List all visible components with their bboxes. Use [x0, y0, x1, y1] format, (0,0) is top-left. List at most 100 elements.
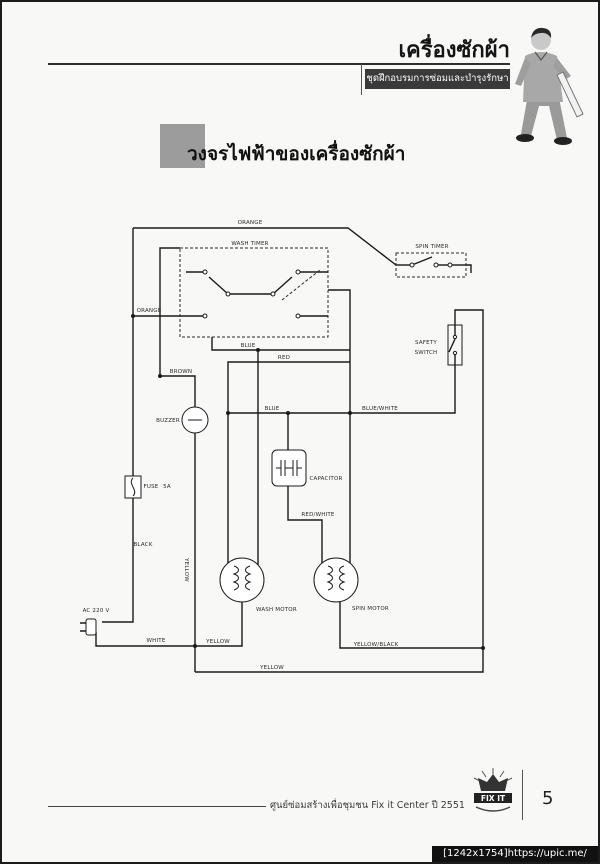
technician-shoe-left	[516, 134, 534, 142]
wire-yellow-black	[339, 602, 483, 649]
wash-timer-contact	[270, 291, 276, 297]
technician-arm-left	[515, 58, 531, 86]
label-yellow-vertical: YELLOW	[183, 557, 189, 582]
spin-timer-contact	[447, 262, 453, 268]
technician-arm-right	[553, 58, 571, 80]
label-black: BLACK	[133, 542, 152, 548]
section-marker	[160, 124, 205, 168]
label-red-white: RED/WHITE	[301, 512, 335, 518]
label-wash-timer: WASH TIMER	[231, 241, 268, 247]
junction-node	[256, 348, 260, 352]
junction-node	[193, 644, 197, 648]
wire-blue-white	[288, 365, 456, 414]
label-fuse-rating: 5A	[163, 484, 171, 490]
wash-timer-blade-left	[208, 276, 229, 295]
wire-black	[102, 498, 134, 623]
capacitor	[271, 449, 307, 487]
label-blue: BLUE	[265, 406, 280, 412]
wash-timer-contact	[225, 291, 231, 297]
logo-ribbon	[475, 806, 511, 812]
wash-timer-contact	[295, 269, 301, 275]
ac-plug	[80, 618, 97, 636]
label-safety: SAFETY	[415, 340, 437, 346]
logo-rays	[473, 768, 513, 782]
label-yellow-black: YELLOW/BLACK	[353, 642, 399, 648]
label-white: WHITE	[146, 638, 165, 644]
technician-hair	[531, 27, 552, 38]
capacitor-plates	[276, 460, 302, 476]
section-title: วงจรไฟฟ้าของเครื่องซักผ้า	[187, 143, 406, 165]
technician-shoe-right	[554, 137, 572, 145]
label-capacitor: CAPACITOR	[309, 476, 342, 482]
chapter-title: เครื่องซักผ้า	[398, 38, 510, 63]
wire-spin-timer-out	[466, 264, 472, 273]
spin-motor-coil	[326, 565, 346, 591]
safety-switch-contact	[452, 350, 458, 356]
label-orange-left: ORANGE	[137, 308, 162, 314]
wash-timer	[179, 247, 329, 338]
technician-torso	[523, 52, 563, 102]
label-ac-supply: AC 220 V	[83, 608, 110, 614]
safety-switch-blade	[448, 338, 456, 353]
safety-switch	[447, 324, 463, 366]
junction-node	[481, 646, 485, 650]
technician-legs	[521, 98, 567, 140]
fuse	[124, 475, 142, 499]
wash-timer-contact	[202, 313, 208, 319]
junction-node	[158, 374, 162, 378]
wire-red-white	[287, 486, 323, 563]
wire-safety-return	[195, 309, 484, 673]
technician-collar	[534, 51, 548, 61]
logo-band	[474, 793, 512, 803]
label-blue-white: BLUE/WHITE	[362, 406, 398, 412]
fuse-element	[130, 477, 136, 497]
label-fuse: FUSE	[144, 484, 159, 490]
wire-blue-top	[211, 337, 350, 351]
header-rule	[48, 63, 510, 65]
label-blue-top: BLUE	[241, 343, 256, 349]
wash-timer-blade-right	[272, 276, 293, 295]
spin-timer-blade	[411, 256, 433, 266]
label-spin-motor: SPIN MOTOR	[352, 606, 389, 612]
junction-node	[348, 411, 352, 415]
logo-crown	[478, 774, 508, 791]
fix-it-logo: FIX IT	[473, 768, 513, 812]
wash-motor-body	[219, 557, 265, 603]
footer-credit: ศูนย์ซ่อมสร้างเพื่อชุมชน Fix it Center ป…	[270, 800, 465, 811]
wire-right-riser	[328, 289, 351, 413]
wire-red	[227, 361, 350, 563]
ac-plug-body	[85, 618, 97, 636]
junction-node	[226, 411, 230, 415]
spin-motor-body	[313, 557, 359, 603]
wire-labels: ORANGE WASH TIMER SPIN TIMER ORANGE BLUE…	[83, 220, 449, 671]
safety-switch-contact	[452, 334, 458, 340]
spin-motor	[313, 557, 359, 603]
wire-orange-top	[133, 227, 397, 266]
label-wash-motor: WASH MOTOR	[256, 607, 297, 613]
label-switch: SWITCH	[415, 350, 438, 356]
label-yellow-bottom: YELLOW	[259, 665, 284, 671]
wash-timer-contact	[295, 313, 301, 319]
technician-illustration	[515, 27, 584, 145]
page-number: 5	[542, 788, 554, 809]
buzzer	[181, 406, 209, 434]
label-red: RED	[278, 355, 290, 361]
subtitle-divider	[361, 64, 362, 95]
footer-rule	[48, 806, 266, 807]
label-brown: BROWN	[170, 369, 192, 375]
spin-timer	[395, 252, 467, 278]
junction-nodes	[131, 314, 485, 650]
junction-node	[131, 314, 135, 318]
logo-text: FIX IT	[481, 794, 506, 803]
footer-divider	[522, 770, 523, 820]
upload-watermark: [1242x1754]https://upic.me/	[432, 846, 598, 862]
technician-pipe	[556, 71, 584, 118]
wash-timer-contact	[202, 269, 208, 275]
chapter-subtitle: ชุดฝึกอบรมการซ่อมและบำรุงรักษา	[365, 69, 510, 89]
label-orange-top: ORANGE	[238, 220, 263, 226]
spin-timer-contact	[409, 262, 415, 268]
wash-motor-coil	[232, 565, 252, 591]
wash-timer-housing	[179, 247, 329, 338]
